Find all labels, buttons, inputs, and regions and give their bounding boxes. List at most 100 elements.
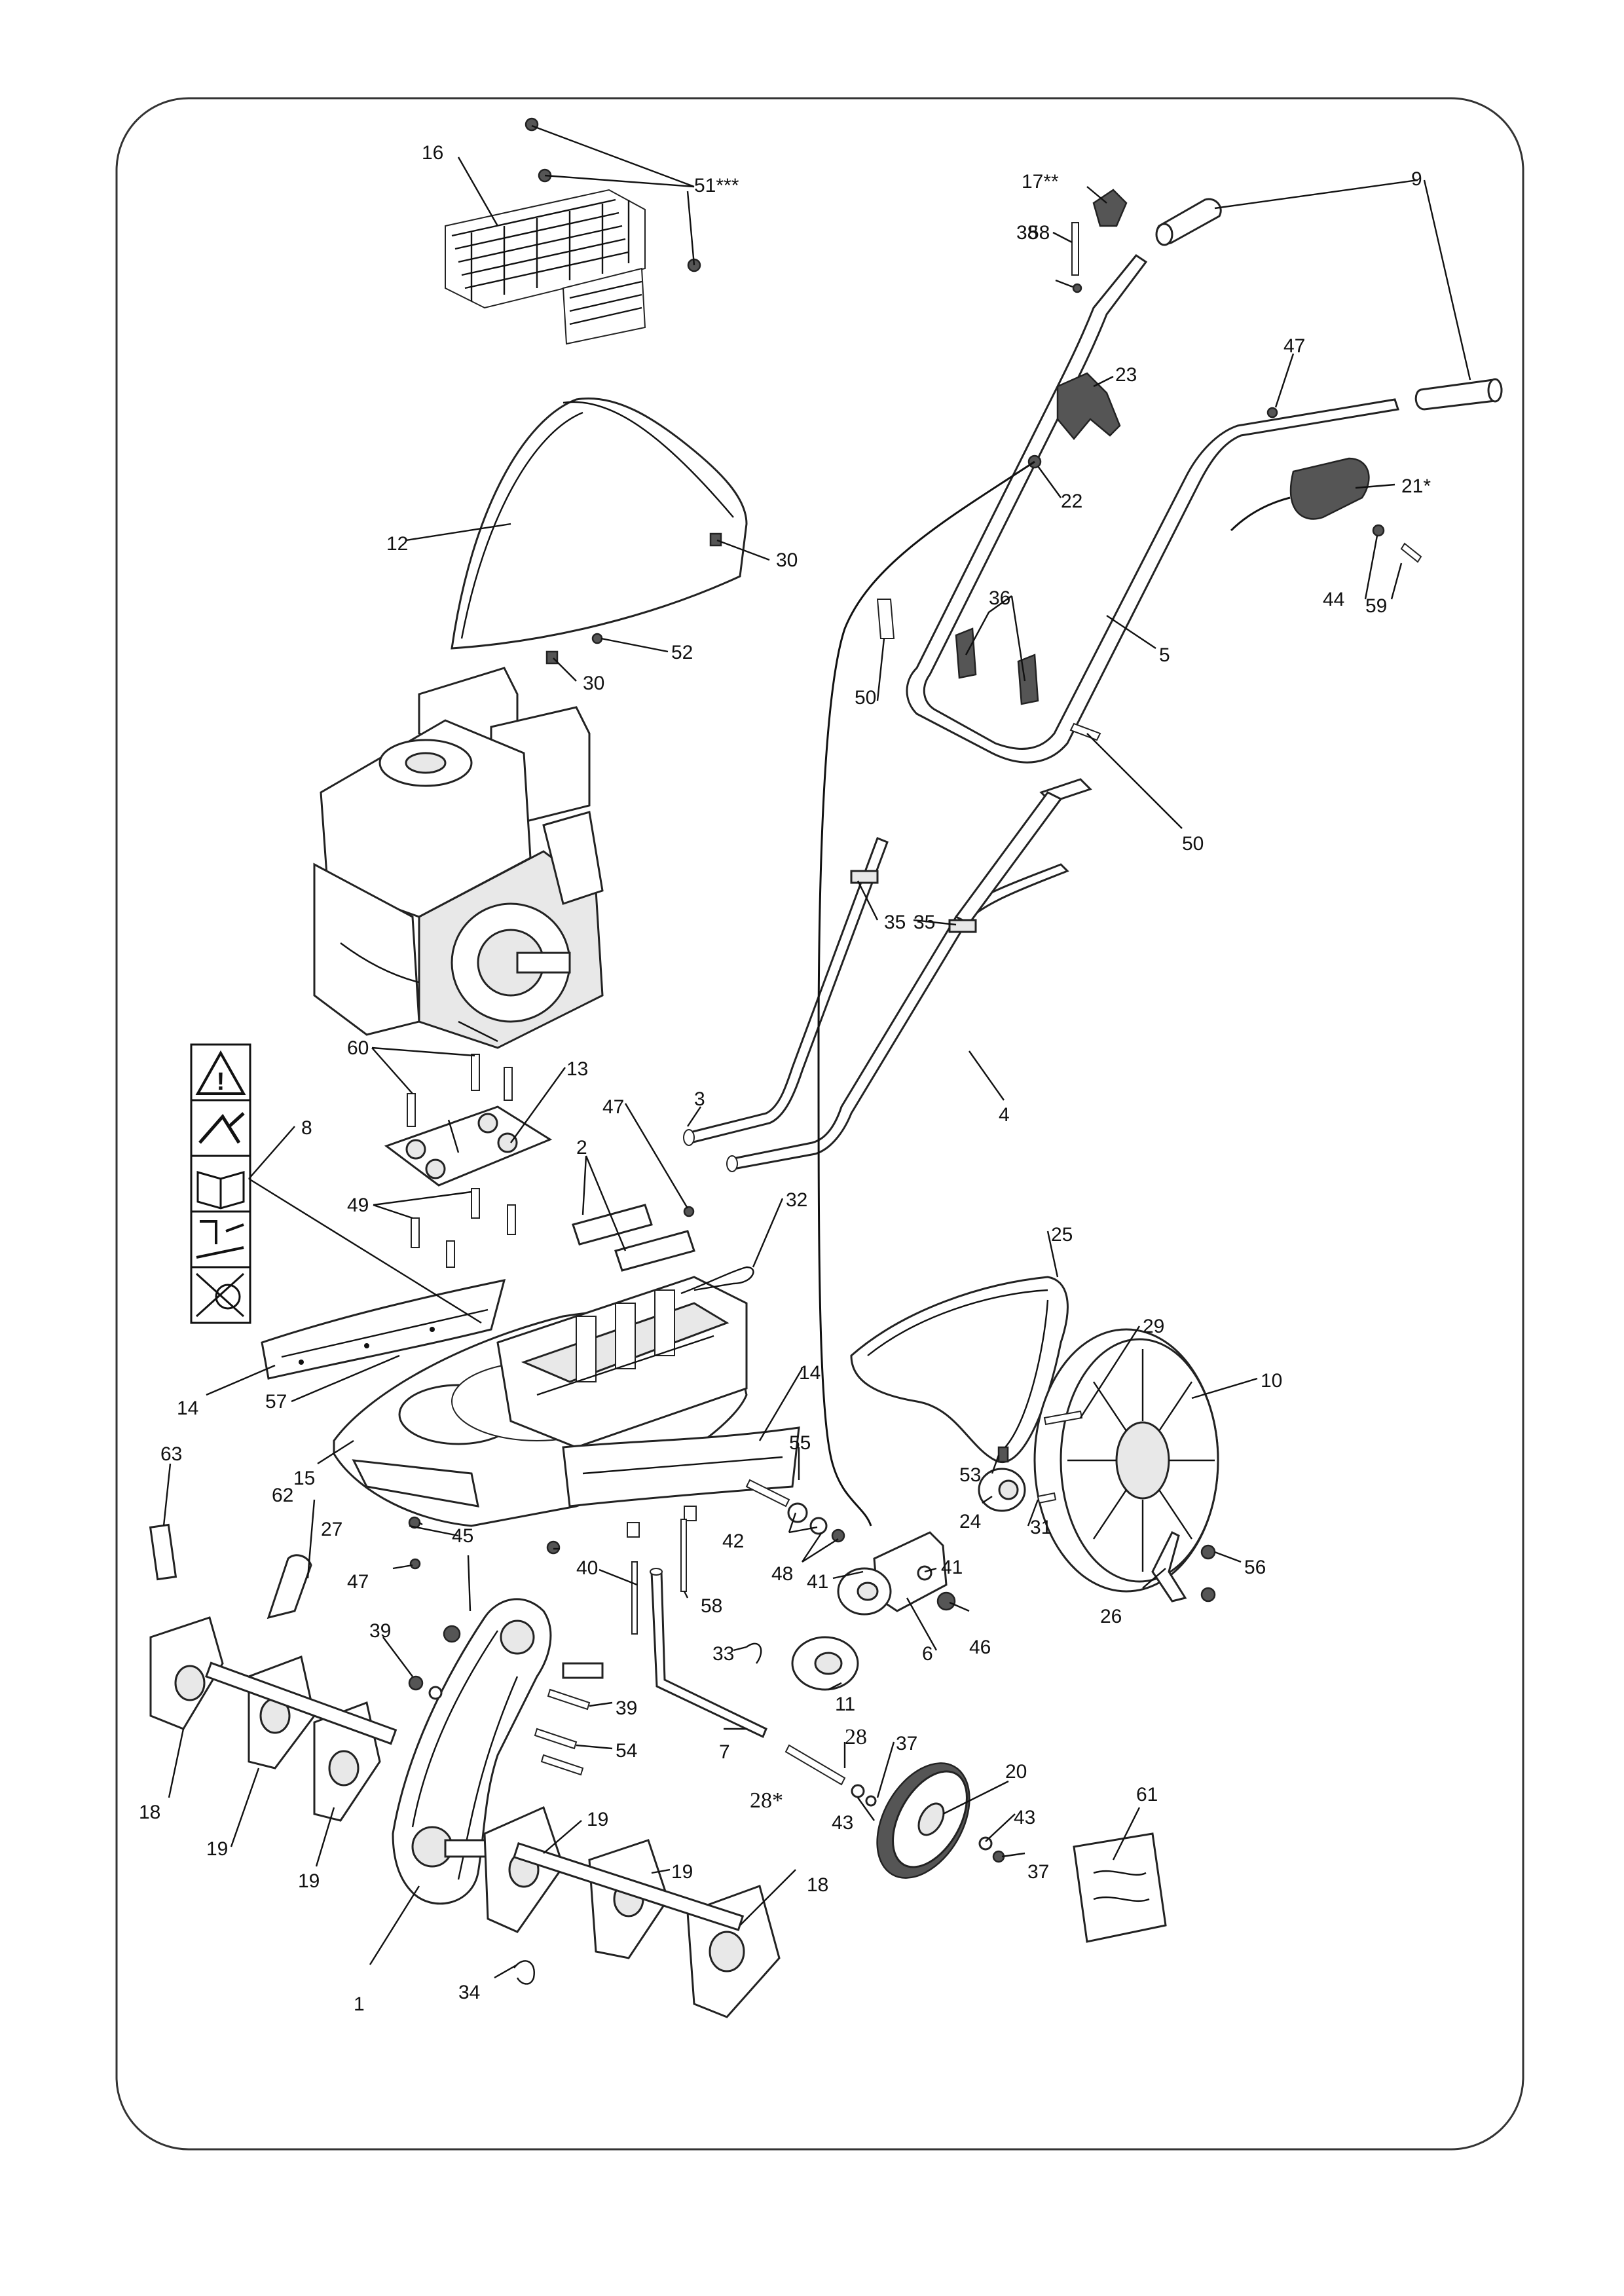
transport-wheel-part	[876, 1762, 970, 1879]
nut-part	[409, 1558, 421, 1570]
part-label: 10	[1261, 1370, 1282, 1392]
part-label: 34	[458, 1982, 480, 2003]
part-label: 19	[587, 1809, 608, 1830]
part-label: 36	[989, 587, 1010, 609]
part-label: 32	[786, 1189, 807, 1211]
key-part	[1037, 1492, 1057, 1504]
flap-part	[562, 1426, 800, 1508]
nut-part	[683, 1206, 695, 1217]
transmission-housing-part	[496, 1276, 748, 1449]
part-label: 33	[712, 1643, 734, 1665]
nut-part	[546, 1540, 561, 1555]
chain-case-part	[392, 1598, 604, 1905]
part-label: 37	[896, 1733, 917, 1754]
part-label: 54	[616, 1740, 637, 1762]
part-label: 56	[1244, 1557, 1266, 1578]
part-label: 18	[139, 1802, 160, 1823]
part-label: 25	[1051, 1224, 1073, 1246]
handle-grip-part	[1155, 198, 1503, 411]
part-label: 27	[321, 1519, 342, 1540]
clip-part	[513, 1960, 535, 1985]
throttle-lever-part	[1230, 457, 1370, 532]
washer-part	[865, 1795, 877, 1807]
part-label: 28*	[750, 1788, 783, 1813]
hardware-bag-part	[1073, 1832, 1167, 1943]
pin-part	[631, 1561, 638, 1635]
part-label: 20	[1005, 1761, 1027, 1783]
part-label: 19	[298, 1870, 320, 1892]
part-label: 13	[566, 1058, 588, 1080]
part-label: 31	[1030, 1517, 1052, 1538]
part-label: 5	[1159, 644, 1170, 666]
part-label: 3	[694, 1088, 705, 1110]
part-label: 26	[1100, 1606, 1122, 1627]
clip-part	[545, 650, 559, 665]
part-label: 58	[701, 1595, 722, 1617]
part-label: 42	[722, 1530, 744, 1552]
leader-lines	[162, 124, 1471, 1979]
lower-handle-right-part	[726, 863, 1069, 1172]
mid-handle-part	[954, 778, 1092, 925]
part-label: 21*	[1401, 475, 1431, 497]
part-label: 17**	[1022, 171, 1059, 193]
washer-part	[831, 1528, 845, 1543]
part-label: 8	[301, 1117, 312, 1139]
bracket-part	[1151, 1530, 1187, 1602]
part-label: 51***	[694, 175, 739, 196]
part-label: 30	[776, 549, 798, 571]
part-label: 57	[265, 1391, 287, 1413]
part-label: 19	[671, 1861, 693, 1883]
part-label: 58	[1028, 222, 1050, 244]
part-label: 44	[1323, 589, 1344, 610]
part-label: 47	[347, 1571, 369, 1593]
part-label: 55	[789, 1432, 811, 1454]
part-label: 43	[1014, 1807, 1035, 1828]
throttle-cable	[817, 460, 1035, 1527]
washer-part	[917, 1565, 932, 1581]
bolt-part	[534, 1728, 578, 1750]
washer-part	[851, 1784, 865, 1798]
part-label: 7	[719, 1741, 730, 1763]
page-frame	[115, 97, 1524, 2151]
cable-clamp-part	[948, 919, 977, 933]
part-label: 28	[845, 1725, 867, 1749]
part-label: 46	[969, 1637, 991, 1658]
tine-assembly-left	[149, 1616, 397, 1822]
part-label: 48	[771, 1563, 793, 1585]
screw-part	[591, 633, 603, 644]
part-label: 14	[177, 1398, 198, 1419]
part-label: 35	[913, 912, 935, 933]
keep-distance-icon	[190, 1210, 251, 1268]
part-label: 52	[671, 642, 693, 663]
engine-cover-part	[451, 398, 748, 650]
flap-part	[261, 1279, 506, 1380]
nut-part	[1266, 407, 1278, 418]
part-label: 61	[1136, 1784, 1158, 1805]
part-label: 24	[959, 1511, 981, 1532]
part-label: 43	[832, 1812, 853, 1834]
part-label: 16	[422, 142, 443, 164]
lower-handle-left-part	[683, 837, 889, 1146]
part-label: 35	[884, 912, 906, 933]
bolt-part	[1200, 1544, 1216, 1560]
clip-part	[709, 532, 722, 547]
part-label: 41	[941, 1557, 963, 1578]
engine-part	[313, 667, 604, 1049]
bolt-part	[547, 1688, 591, 1711]
part-label: 63	[160, 1443, 182, 1465]
part-label: 37	[1027, 1861, 1049, 1883]
bolt-part	[745, 1479, 790, 1508]
part-label: 29	[1143, 1316, 1164, 1337]
part-label: 50	[1182, 833, 1204, 855]
pin-part	[1071, 222, 1079, 276]
part-label: 62	[272, 1485, 293, 1506]
part-label: 49	[347, 1194, 369, 1216]
clip-part	[746, 1642, 762, 1664]
projectile-hazard-icon	[190, 1099, 251, 1157]
washer-part	[787, 1502, 808, 1523]
washer-part	[978, 1836, 993, 1851]
clip-part	[627, 1522, 640, 1538]
pin-part	[1043, 1410, 1083, 1426]
part-label: 15	[293, 1468, 315, 1489]
